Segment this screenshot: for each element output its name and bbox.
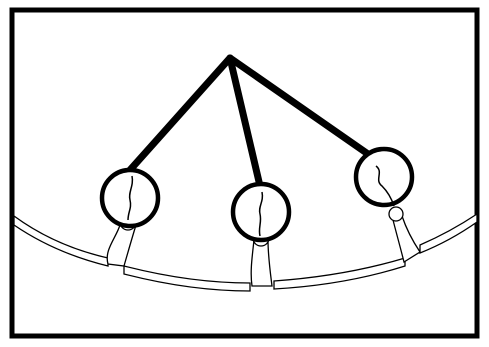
right-bulb-head — [389, 207, 403, 221]
middle-lens-circle — [233, 184, 289, 240]
right-lens-circle — [356, 149, 412, 205]
